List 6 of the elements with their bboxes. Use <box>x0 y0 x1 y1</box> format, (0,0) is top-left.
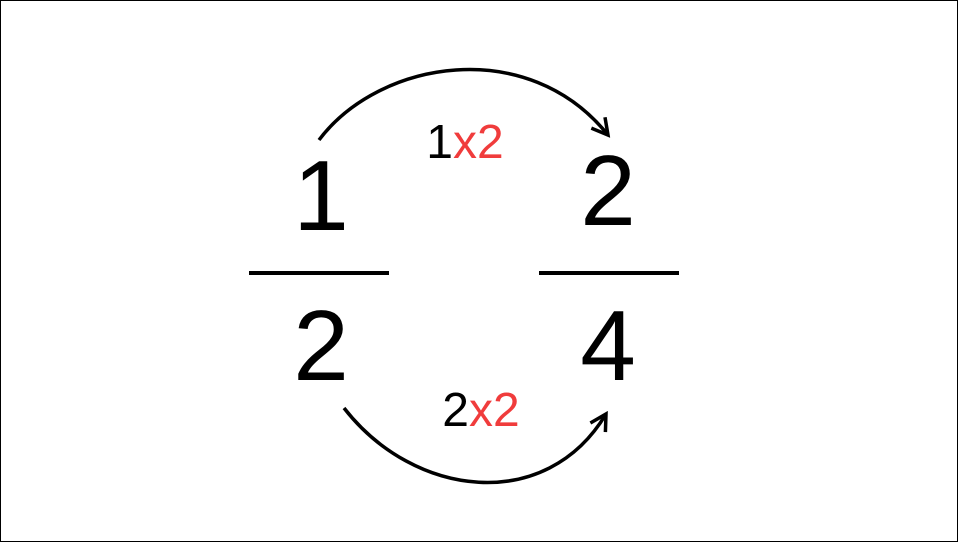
fraction-digit: 2 <box>548 141 668 241</box>
curved-arrow <box>318 68 610 142</box>
fraction-digit: 1 <box>261 146 381 246</box>
curved-arrow <box>342 406 608 484</box>
fraction-digit: 4 <box>548 296 668 396</box>
fraction-digit: 2 <box>261 296 381 396</box>
